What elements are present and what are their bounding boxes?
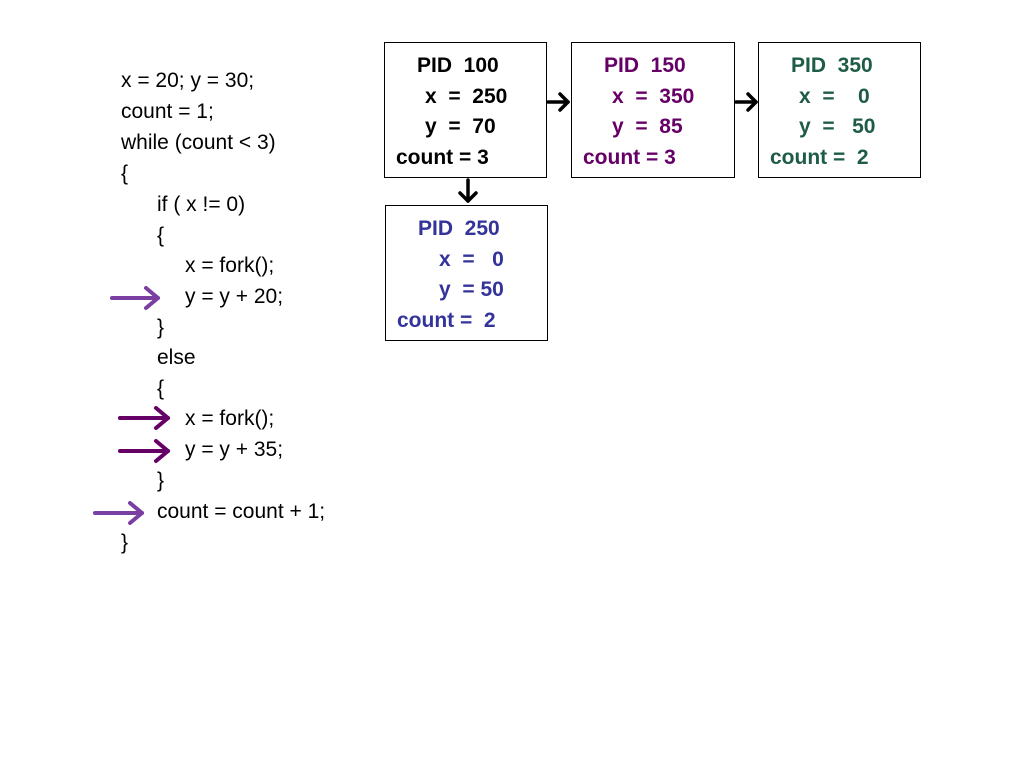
code-line-12: x = fork(); [185,407,275,430]
code-line-2: count = 1; [121,100,214,123]
connector-arrow-100-to-150 [546,92,570,112]
connector-arrow-100-to-250 [458,178,478,203]
code-line-1: x = 20; y = 30; [121,69,255,92]
process-count-value: count = 2 [770,146,869,169]
code-line-14: } [157,469,165,492]
pointer-arrow-y-plus-20 [110,286,160,310]
code-line-8: y = y + 20; [185,285,284,308]
process-x-value: x = 0 [439,248,504,271]
pointer-arrow-count-increment [93,501,144,525]
code-line-4: { [121,162,129,185]
code-line-3: while (count < 3) [121,131,276,154]
code-line-10: else [157,346,196,369]
process-count-value: count = 2 [397,309,496,332]
code-line-15: count = count + 1; [157,500,326,523]
process-x-value: x = 350 [612,85,695,108]
process-box-pid-250: PID 250 x = 0 y = 50 count = 2 [385,205,548,341]
process-y-value: y = 70 [425,115,496,138]
process-count-value: count = 3 [583,146,676,169]
process-box-pid-150: PID 150 x = 350 y = 85 count = 3 [571,42,735,178]
pointer-arrow-y-plus-35 [118,439,170,463]
process-y-value: y = 85 [612,115,683,138]
process-y-value: y = 50 [439,278,504,301]
code-line-5: if ( x != 0) [157,193,246,216]
code-line-6: { [157,224,165,247]
code-line-11: { [157,377,165,400]
process-x-value: x = 0 [799,85,870,108]
process-box-pid-100: PID 100 x = 250 y = 70 count = 3 [384,42,547,178]
code-line-9: } [157,316,165,339]
process-pid-label: PID 150 [604,54,686,77]
process-box-pid-350: PID 350 x = 0 y = 50 count = 2 [758,42,921,178]
code-line-13: y = y + 35; [185,438,284,461]
pointer-arrow-else-fork [118,406,170,430]
process-count-value: count = 3 [396,146,489,169]
process-pid-label: PID 350 [791,54,873,77]
process-pid-label: PID 250 [418,217,500,240]
process-pid-label: PID 100 [417,54,499,77]
code-line-16: } [121,531,129,554]
process-x-value: x = 250 [425,85,508,108]
code-line-7: x = fork(); [185,254,275,277]
process-y-value: y = 50 [799,115,876,138]
connector-arrow-150-to-350 [734,92,758,112]
